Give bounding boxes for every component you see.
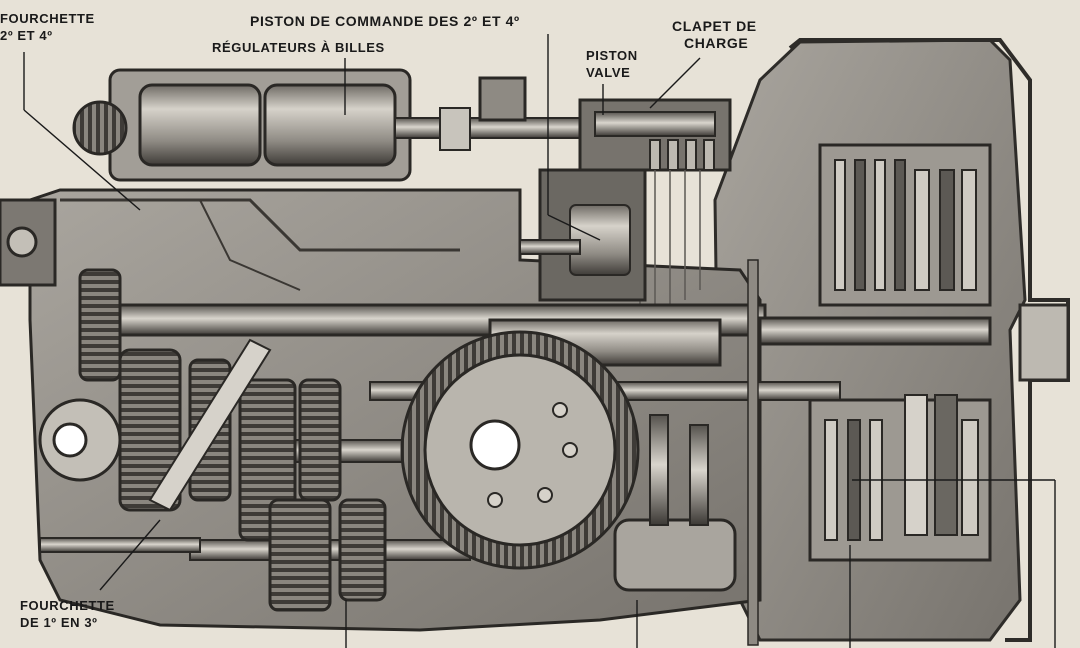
label-regulateurs: RÉGULATEURS À BILLES [212, 39, 385, 56]
left-axle-stub [39, 537, 201, 553]
output-stub [1018, 303, 1070, 382]
output-shaft [758, 316, 992, 346]
label-fourchette-2-4-line2: 2º ET 4º [0, 28, 53, 43]
label-piston-valve-line1: PISTON [586, 48, 638, 63]
label-piston-commande-text: PISTON DE COMMANDE DES 2º ET 4º [250, 13, 520, 29]
valve-stem [747, 259, 759, 646]
label-regulateurs-text: RÉGULATEURS À BILLES [212, 40, 385, 55]
governor-cylinder-1 [138, 83, 262, 167]
label-clapet-charge-line2: CHARGE [684, 35, 749, 51]
label-piston-valve: PISTON VALVE [586, 47, 638, 81]
ring-bolt-2 [562, 442, 578, 458]
casing-rib [60, 198, 460, 252]
clutch-plates-upper [834, 159, 977, 291]
ring-bolt-4 [487, 492, 503, 508]
rod-block [478, 76, 527, 122]
ring-bolt-1 [552, 402, 568, 418]
left-bolt [6, 226, 38, 258]
pump-body [613, 518, 737, 592]
label-fourchette-1-3-line1: FOURCHETTE [20, 598, 115, 613]
shift-fork-13 [148, 338, 272, 512]
label-clapet-charge: CLAPET DE CHARGE [672, 18, 757, 52]
gear-cluster-6 [268, 498, 332, 612]
ring-bolt-3 [537, 487, 553, 503]
piston-valve-spool [594, 111, 716, 137]
pump-rod-2 [689, 424, 709, 526]
gear-cluster-1 [78, 268, 122, 382]
servo-rod [519, 239, 581, 255]
ring-gear-hub [469, 419, 521, 471]
label-fourchette-1-3: FOURCHETTE DE 1º EN 3º [20, 597, 115, 631]
valve-ports [649, 139, 715, 171]
governor-end-gear [72, 100, 128, 156]
label-piston-commande: PISTON DE COMMANDE DES 2º ET 4º [250, 13, 520, 30]
label-piston-valve-line2: VALVE [586, 65, 631, 80]
left-hub-inner [52, 422, 88, 458]
rod-nut [439, 107, 471, 151]
gear-cluster-5 [298, 378, 342, 502]
housing-flange [788, 38, 1070, 642]
pump-rod-1 [649, 414, 669, 526]
casing-rib-2 [199, 199, 301, 291]
label-fourchette-2-4-line1: FOURCHETTE [0, 11, 95, 26]
leader-lines [23, 34, 1056, 648]
gear-cluster-7 [338, 498, 387, 602]
label-fourchette-1-3-line2: DE 1º EN 3º [20, 615, 98, 630]
clutch-plates-lower [824, 394, 979, 541]
label-fourchette-2-4: FOURCHETTE 2º ET 4º [0, 10, 95, 44]
label-clapet-charge-line1: CLAPET DE [672, 18, 757, 34]
governor-cylinder-2 [263, 83, 397, 167]
